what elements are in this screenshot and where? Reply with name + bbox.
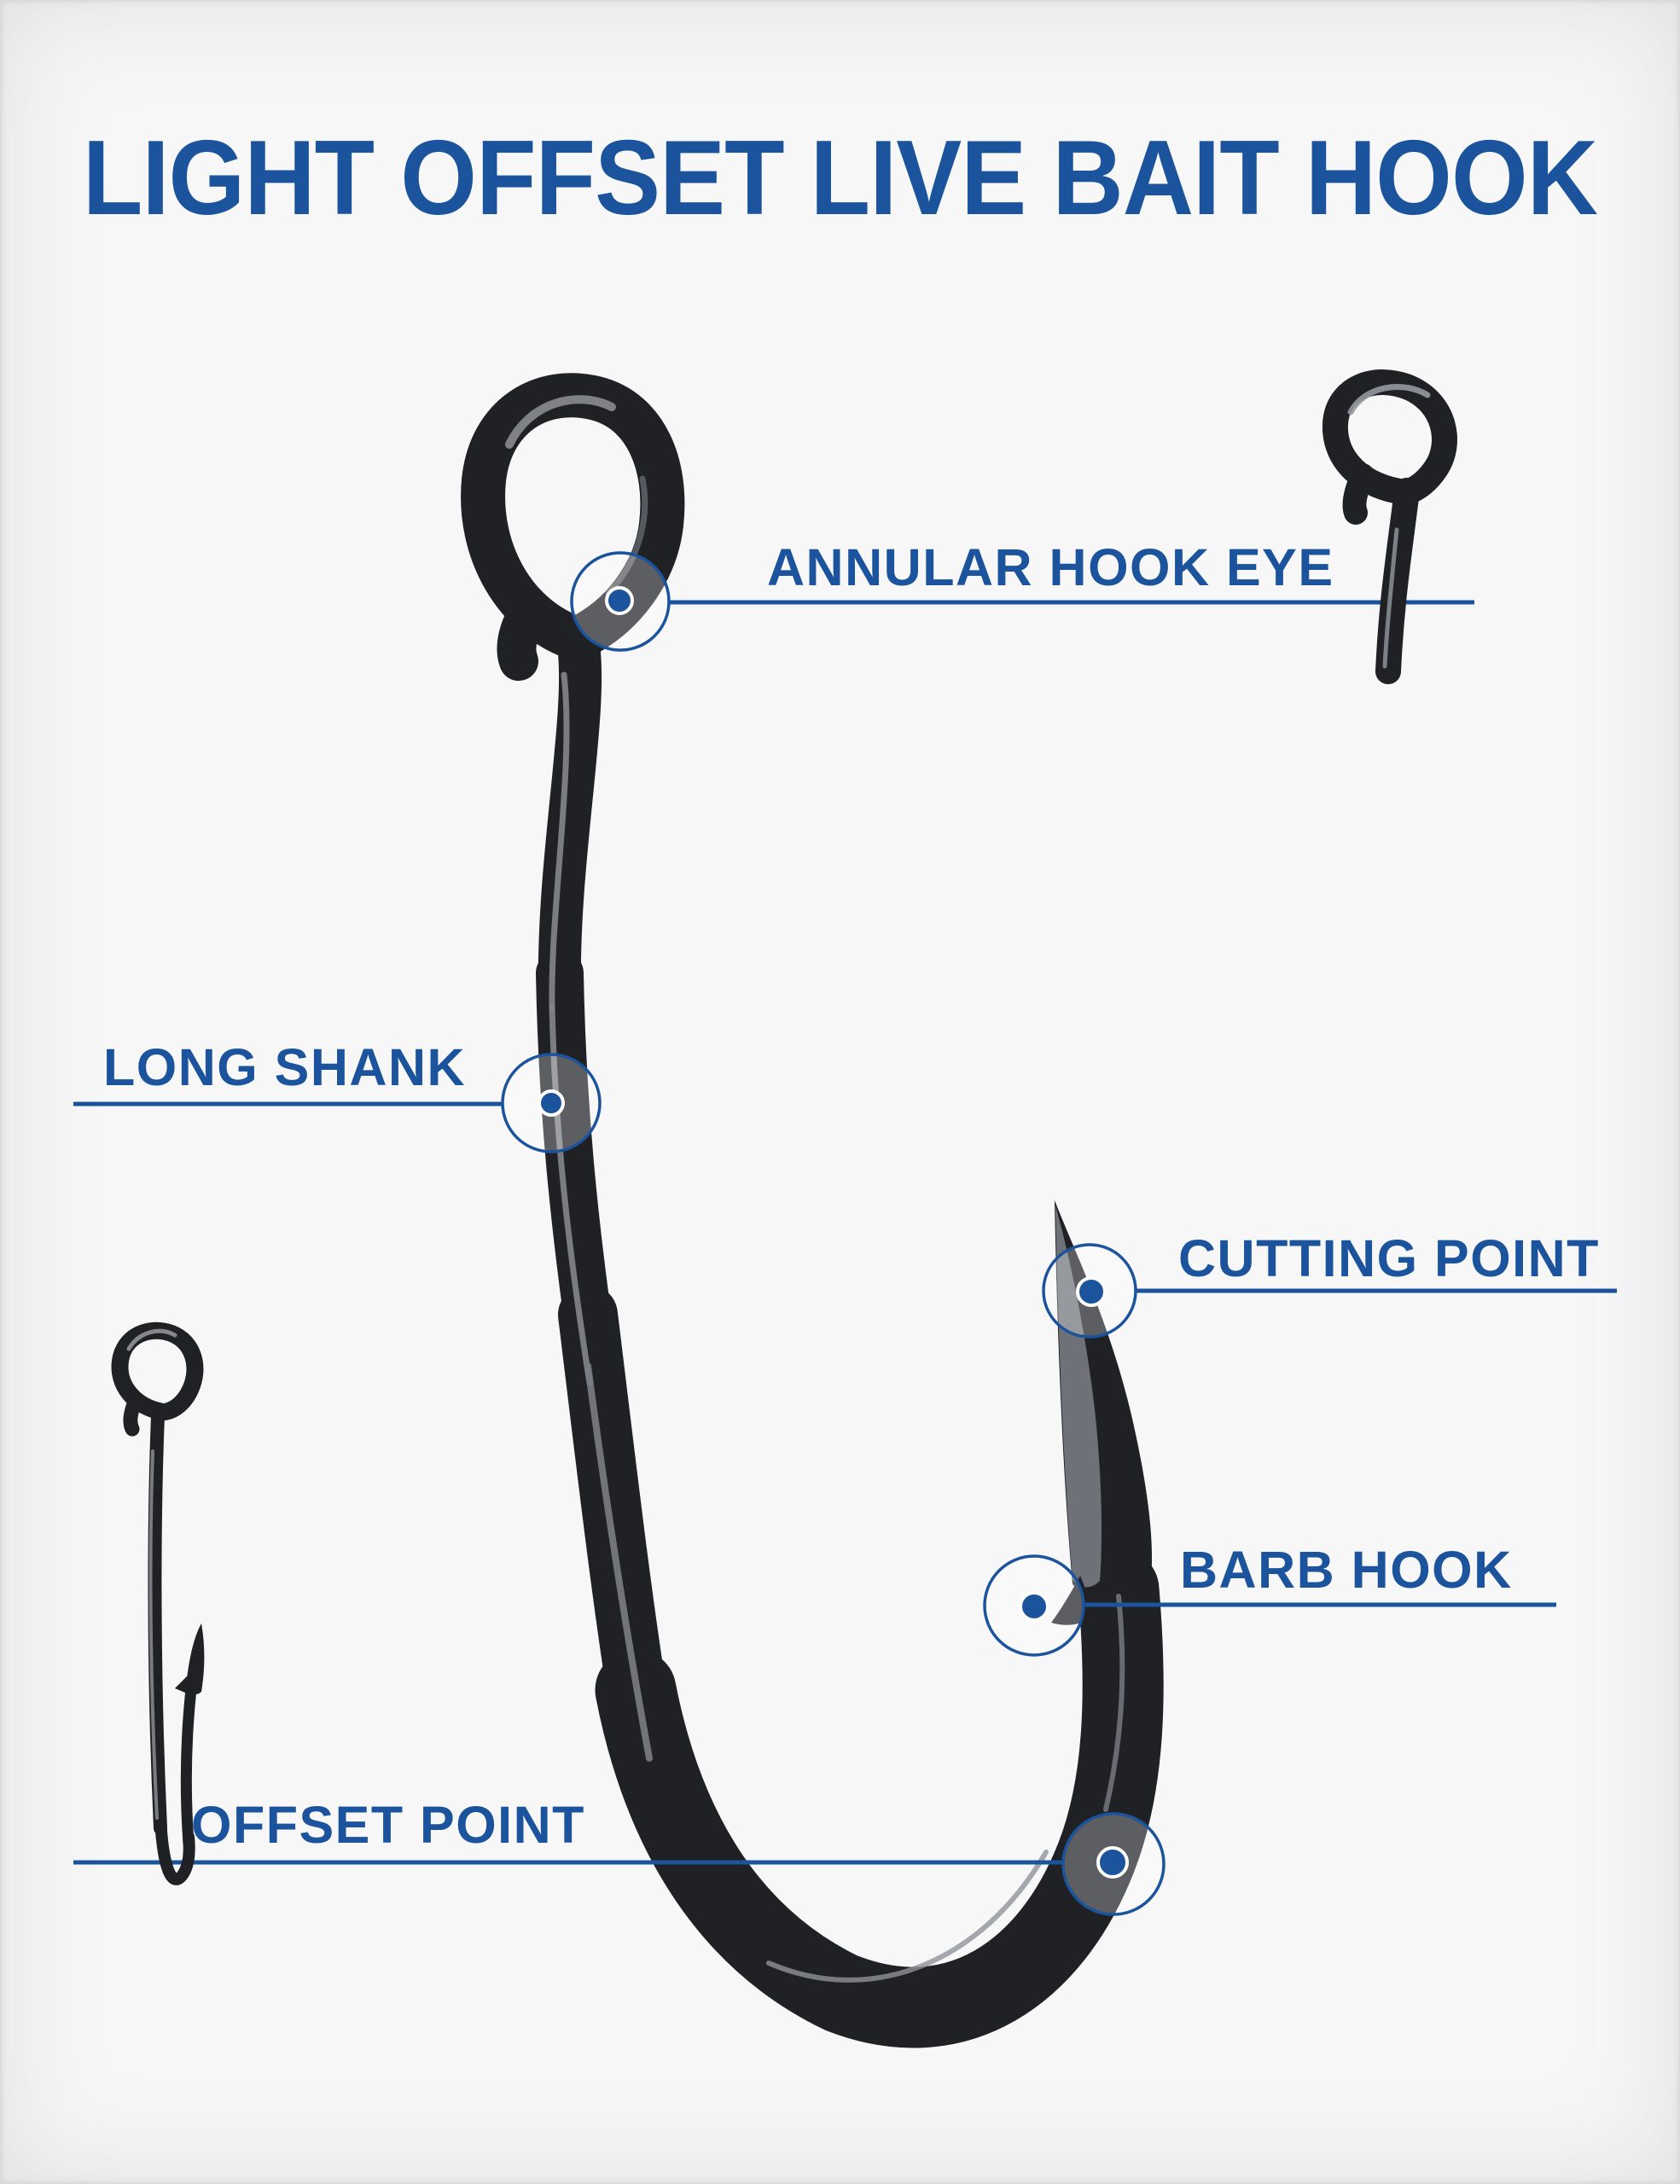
label-offset-point: OFFSET POINT bbox=[191, 1796, 585, 1854]
side-view-hook-illustration bbox=[111, 1321, 205, 1885]
callout-dot-long-shank bbox=[538, 1089, 565, 1117]
callout-dot-barb-hook bbox=[1019, 1591, 1049, 1622]
main-hook-wire-end bbox=[497, 592, 548, 681]
label-barb-hook: BARB HOOK bbox=[1180, 1541, 1513, 1599]
callout-lines bbox=[73, 600, 1617, 1865]
main-hook-illustration bbox=[461, 373, 1164, 2048]
main-hook-bend bbox=[595, 1548, 1164, 2048]
label-cutting-point: CUTTING POINT bbox=[1178, 1229, 1600, 1287]
label-long-shank: LONG SHANK bbox=[103, 1038, 467, 1096]
main-hook-shank bbox=[538, 618, 602, 1012]
blade-highlight-facet bbox=[1055, 1205, 1102, 1588]
page-title: LIGHT OFFSET LIVE BAIT HOOK bbox=[82, 119, 1598, 237]
side-view-barb bbox=[175, 1675, 191, 1695]
callout-dot-annular-hook-eye bbox=[605, 586, 634, 615]
callout-dot-offset-point bbox=[1096, 1846, 1129, 1879]
label-annular-hook-eye: ANNULAR HOOK EYE bbox=[767, 538, 1334, 596]
hook-eye-detail-illustration bbox=[1322, 369, 1457, 684]
callout-dot-cutting-point bbox=[1076, 1276, 1107, 1307]
callout-markers bbox=[501, 551, 1166, 1916]
